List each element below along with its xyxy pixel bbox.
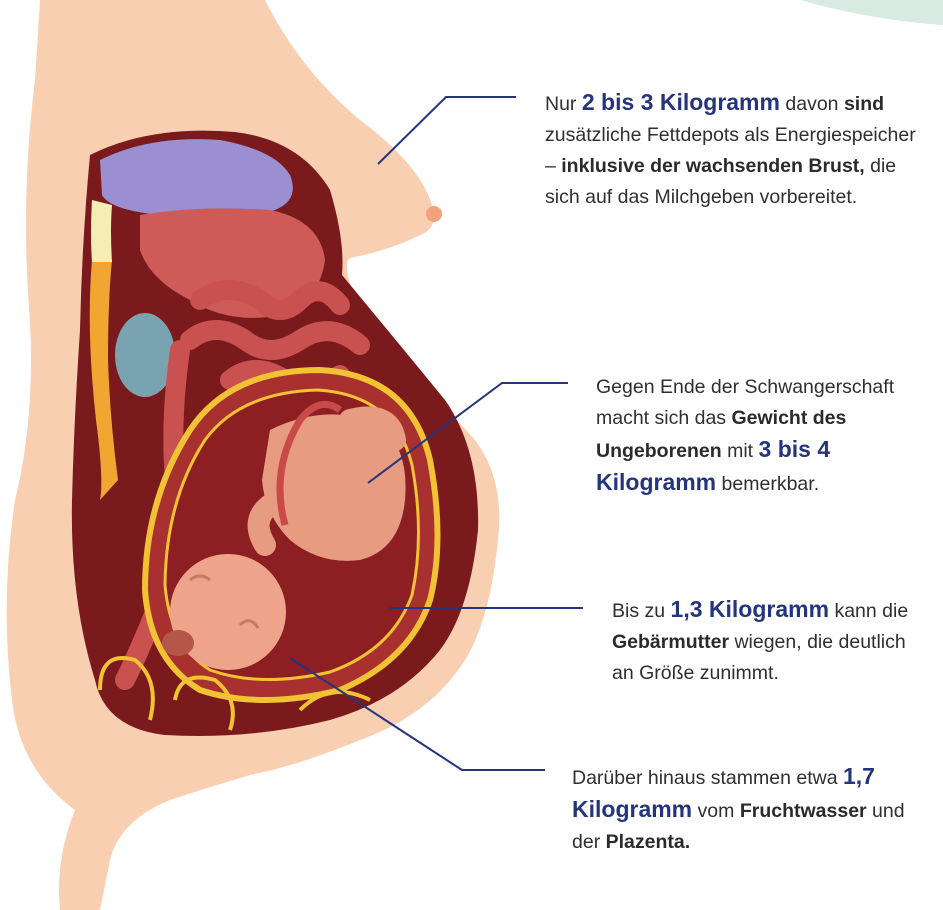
callout-text: bemerkbar. xyxy=(716,473,819,495)
callout-text: Bis zu xyxy=(612,600,671,622)
callout-bold: inklusive der wachsenden Brust, xyxy=(561,155,864,177)
callout-text: mit xyxy=(722,440,759,462)
fetus-tongue xyxy=(162,630,194,656)
callout-fluid-placenta: Darüber hinaus stammen etwa 1,7 Kilogram… xyxy=(572,761,912,858)
fat-layer-light xyxy=(91,200,112,262)
nipple xyxy=(426,206,442,222)
corner-decoration xyxy=(800,0,943,25)
callout-breast-fat: Nur 2 bis 3 Kilogramm davon sind zusätzl… xyxy=(545,87,925,213)
callout-text: davon xyxy=(780,93,844,115)
weight-highlight: 2 bis 3 Kilogramm xyxy=(582,89,780,115)
weight-highlight: 1,3 Kilogramm xyxy=(671,596,830,622)
callout-text: Nur xyxy=(545,93,582,115)
callout-bold: Frucht­wasser xyxy=(740,800,867,822)
callout-baby-weight: Gegen Ende der Schwanger­schaft macht si… xyxy=(596,372,936,500)
callout-bold: Plazenta. xyxy=(606,831,691,853)
callout-text: Darüber hinaus stammen etwa xyxy=(572,767,843,789)
callout-text: vom xyxy=(692,800,740,822)
callout-text: kann die xyxy=(829,600,908,622)
callout-bold: sind xyxy=(844,93,884,115)
callout-uterus: Bis zu 1,3 Kilogramm kann die Gebärmutte… xyxy=(612,594,932,689)
callout-bold: Gebärmutter xyxy=(612,631,729,653)
